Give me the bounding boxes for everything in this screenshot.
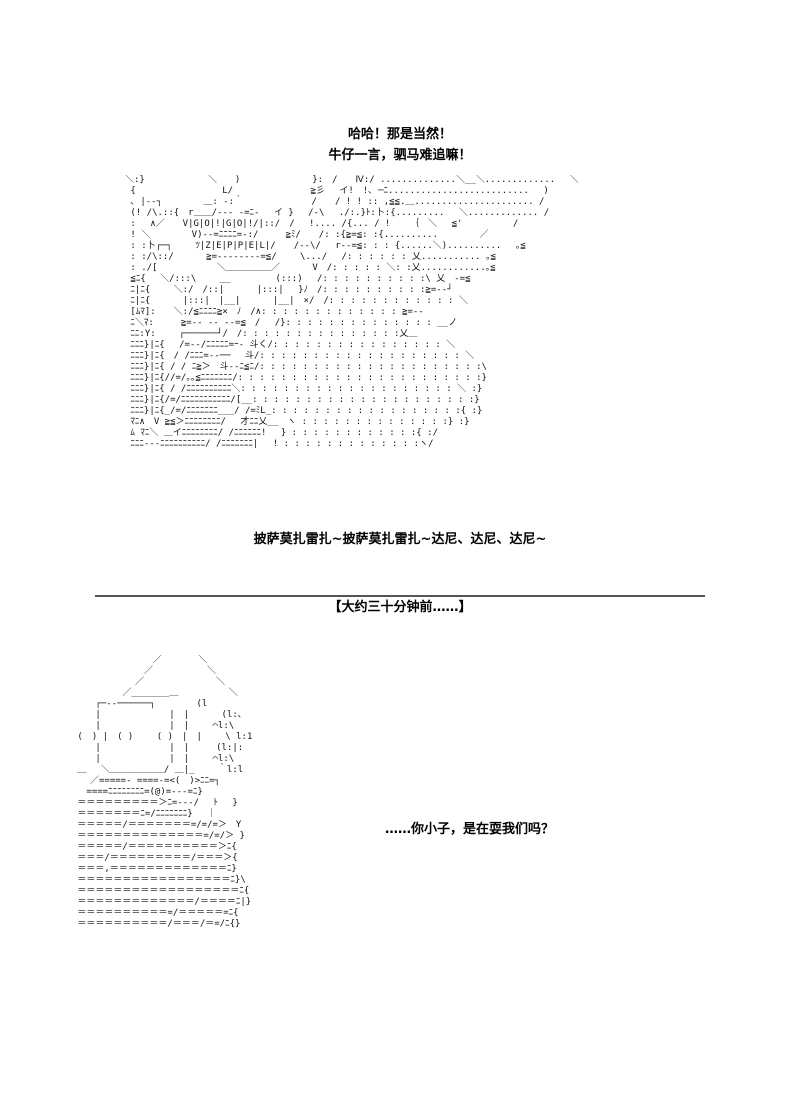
dialogue-line-2: 牛仔一言，驷马难追嘛！ bbox=[328, 148, 472, 163]
section-title: 【大约三十分钟前……】 bbox=[328, 600, 472, 615]
dialogue-line-3: ……你小子，是在耍我们吗？ bbox=[385, 822, 555, 837]
ascii-art-speaking-character: ／ ＼ ／ ＼ ／ ＼ ／_______＿ ＼ ┌─‐‐──────┐ (l |… bbox=[77, 655, 253, 929]
ascii-art-dancing-character: ＼:} ＼ ) }: / Ⅳ:/ ..............＼__＼.....… bbox=[125, 175, 579, 449]
section-divider bbox=[95, 595, 705, 597]
song-caption: 披萨莫扎雷扎~披萨莫扎雷扎~达尼、达尼、达尼~ bbox=[253, 532, 547, 547]
dialogue-line-1: 哈哈！那是当然！ bbox=[347, 127, 452, 142]
